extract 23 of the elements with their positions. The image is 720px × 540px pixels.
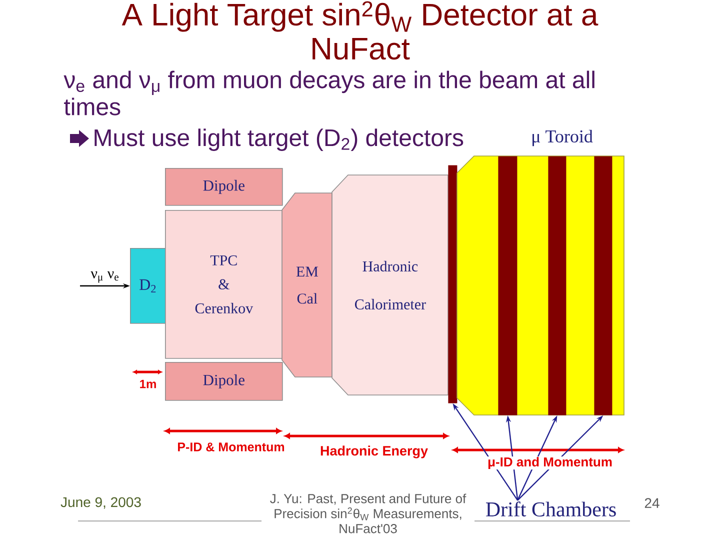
footer-text: J. Yu: Past, Present and Future of Precision sin$^{2}$θ$_{W}$ Measurements, NuFact'03	[262, 493, 474, 534]
em-calorimeter: EM Cal	[282, 192, 332, 378]
callout-text: Drift Chambers	[486, 502, 616, 516]
target-block: D$_{2}$	[130, 248, 166, 324]
drift-chamber-bar	[498, 156, 518, 416]
drift-chamber-bar	[594, 156, 612, 416]
toroid-label: μ Toroid	[532, 130, 593, 146]
dimension-label: Hadronic Energy	[320, 446, 428, 458]
dimension-label: 1m	[140, 380, 156, 388]
footer-date: June 9, 2003	[60, 497, 141, 509]
bullet-text: Must use light target (D$_{2}$) detectors	[94, 128, 464, 151]
tpc-chamber: TPC & Cerenkov	[165, 210, 283, 359]
drift-chamber-plate	[448, 165, 458, 404]
dipole-magnet: Dipole	[165, 168, 283, 206]
dimension-label: P-ID & Momentum	[178, 442, 284, 452]
drift-chamber-bar	[548, 156, 566, 416]
page-number: 24	[644, 498, 660, 508]
edge-label: ν$_{μ}$ ν$_{e}$	[90, 271, 118, 283]
dimension-label: μ-ID and Momentum	[487, 456, 613, 470]
slide-title: A Light Target sin$^{2}$θ$_{W}$ Detector at a NuFact	[122, 1, 598, 60]
hadronic-calorimeter: Hadronic Calorimeter	[332, 174, 448, 396]
bullet-text: ν$_{e}$ and ν$_{μ}$ from muon decays are in the beam at all times	[64, 70, 594, 116]
dipole-magnet: Dipole	[165, 362, 283, 401]
